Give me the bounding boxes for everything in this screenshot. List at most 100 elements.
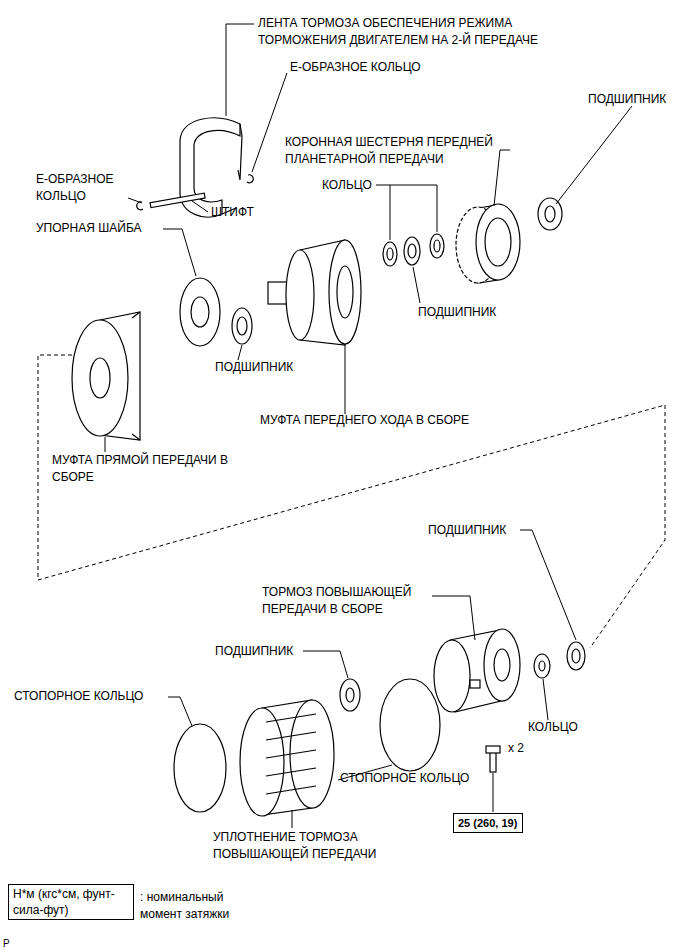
leader-line <box>226 24 254 116</box>
brake-pack <box>266 732 316 740</box>
ring <box>430 234 444 258</box>
bolt <box>486 746 500 753</box>
thrust-washer <box>191 297 209 327</box>
brake-band <box>180 118 240 217</box>
part-label: МУФТА ПЕРЕДНЕГО ХОДА В СБОРЕ <box>260 412 469 429</box>
thrust-washer <box>180 278 220 346</box>
bearing <box>346 688 354 702</box>
leader-line <box>493 773 494 812</box>
ring <box>387 248 393 260</box>
forward-clutch <box>286 250 314 340</box>
direct-clutch <box>72 320 128 436</box>
leader-line <box>105 437 106 452</box>
part-label: КОЛЬЦО <box>528 719 578 736</box>
leader-line <box>520 530 576 640</box>
ring-gear <box>476 204 520 280</box>
part-label: УПЛОТНЕНИЕ ТОРМОЗА ПОВЫШАЮЩЕЙ ПЕРЕДАЧИ <box>213 829 413 863</box>
torque-box: 25 (260, 19) <box>453 813 523 833</box>
leader-line <box>238 345 242 360</box>
part-label: ПОДШИПНИК <box>428 522 506 539</box>
legend-text: : номинальный момент затяжки <box>140 889 240 923</box>
bearing <box>545 206 555 222</box>
e-ring <box>247 175 253 183</box>
part-label: УПОРНАЯ ШАЙБА <box>36 220 142 237</box>
leader-line <box>192 201 208 212</box>
bearing <box>408 244 416 258</box>
thrust-washer <box>180 278 220 346</box>
bearing <box>404 237 420 265</box>
ring <box>383 242 397 266</box>
leader-line <box>105 24 632 828</box>
ring <box>539 661 545 671</box>
brake-pack <box>240 708 284 816</box>
bolt <box>486 746 500 772</box>
snap-ring <box>174 724 226 812</box>
snap-ring <box>380 679 440 771</box>
ring <box>434 240 440 252</box>
bearing <box>538 198 562 230</box>
leader-line <box>303 651 348 678</box>
forward-clutch <box>268 240 361 345</box>
ring <box>430 234 444 258</box>
pin <box>150 193 205 207</box>
part-label: ШТИФТ <box>211 204 254 221</box>
page-mark: P <box>3 935 10 952</box>
leader-line <box>432 596 475 640</box>
part-label: ПОДШИПНИК <box>418 304 496 321</box>
bearing <box>567 642 585 670</box>
bearing <box>572 649 580 663</box>
assembly-line <box>38 355 665 648</box>
bearing <box>538 198 562 230</box>
ring <box>534 654 550 678</box>
bolt <box>490 752 496 772</box>
brake-pack <box>240 700 334 816</box>
leader-line <box>168 697 192 726</box>
part-label: ПОДШИПНИК <box>215 643 293 660</box>
e-ring <box>137 202 143 210</box>
box-text: 25 (260, 19) <box>458 815 517 831</box>
assembly-line <box>38 355 665 648</box>
brake-band <box>238 124 242 180</box>
part-label: МУФТА ПРЯМОЙ ПЕРЕДАЧИ В СБОРЕ <box>52 452 237 486</box>
part-label: ТОРМОЗ ПОВЫШАЮЩЕЙ ПЕРЕДАЧИ В СБОРЕ <box>262 584 434 618</box>
quantity-note: x 2 <box>508 740 524 757</box>
brake-pack <box>266 750 316 758</box>
box-text: Н*м (кгс*см, фунт-сила-фут) <box>13 886 129 918</box>
bearing <box>237 317 247 335</box>
bearing <box>340 679 360 711</box>
ring-gear <box>456 204 520 283</box>
leader-line <box>292 810 293 828</box>
leader-line <box>376 185 437 240</box>
bearing <box>232 308 252 344</box>
pin <box>150 193 205 207</box>
overdrive-brake <box>434 640 470 712</box>
leader-line <box>556 106 632 204</box>
ring-gear <box>485 218 511 266</box>
part-label: КОРОННАЯ ШЕСТЕРНЯ ПЕРЕДНЕЙ ПЛАНЕТАРНОЙ П… <box>285 134 517 168</box>
direct-clutch <box>132 312 140 440</box>
e-ring <box>247 175 253 183</box>
leader-line <box>128 198 142 203</box>
part-label: КОЛЬЦО <box>322 177 372 194</box>
forward-clutch <box>329 240 361 344</box>
snap-ring <box>174 724 226 812</box>
brake-pack <box>266 786 316 794</box>
overdrive-brake <box>484 629 520 701</box>
bearing <box>340 679 360 711</box>
overdrive-brake <box>494 649 510 681</box>
ring <box>383 242 397 266</box>
overdrive-brake <box>434 629 520 712</box>
forward-clutch <box>337 266 353 318</box>
unit-legend-box: Н*м (кгс*см, фунт-сила-фут) <box>8 884 134 920</box>
leader-line <box>413 267 420 303</box>
part-label: СТОПОРНОЕ КОЛЬЦО <box>340 770 469 787</box>
leader-line <box>345 345 346 414</box>
ring <box>534 654 550 678</box>
part-label: ПОДШИПНИК <box>588 91 666 108</box>
e-ring <box>137 202 143 210</box>
direct-clutch <box>72 312 140 440</box>
part-label: Е-ОБРАЗНОЕ КОЛЬЦО <box>36 171 131 205</box>
brake-pack <box>266 714 316 722</box>
snap-ring <box>380 679 440 771</box>
leader-line <box>252 73 287 172</box>
